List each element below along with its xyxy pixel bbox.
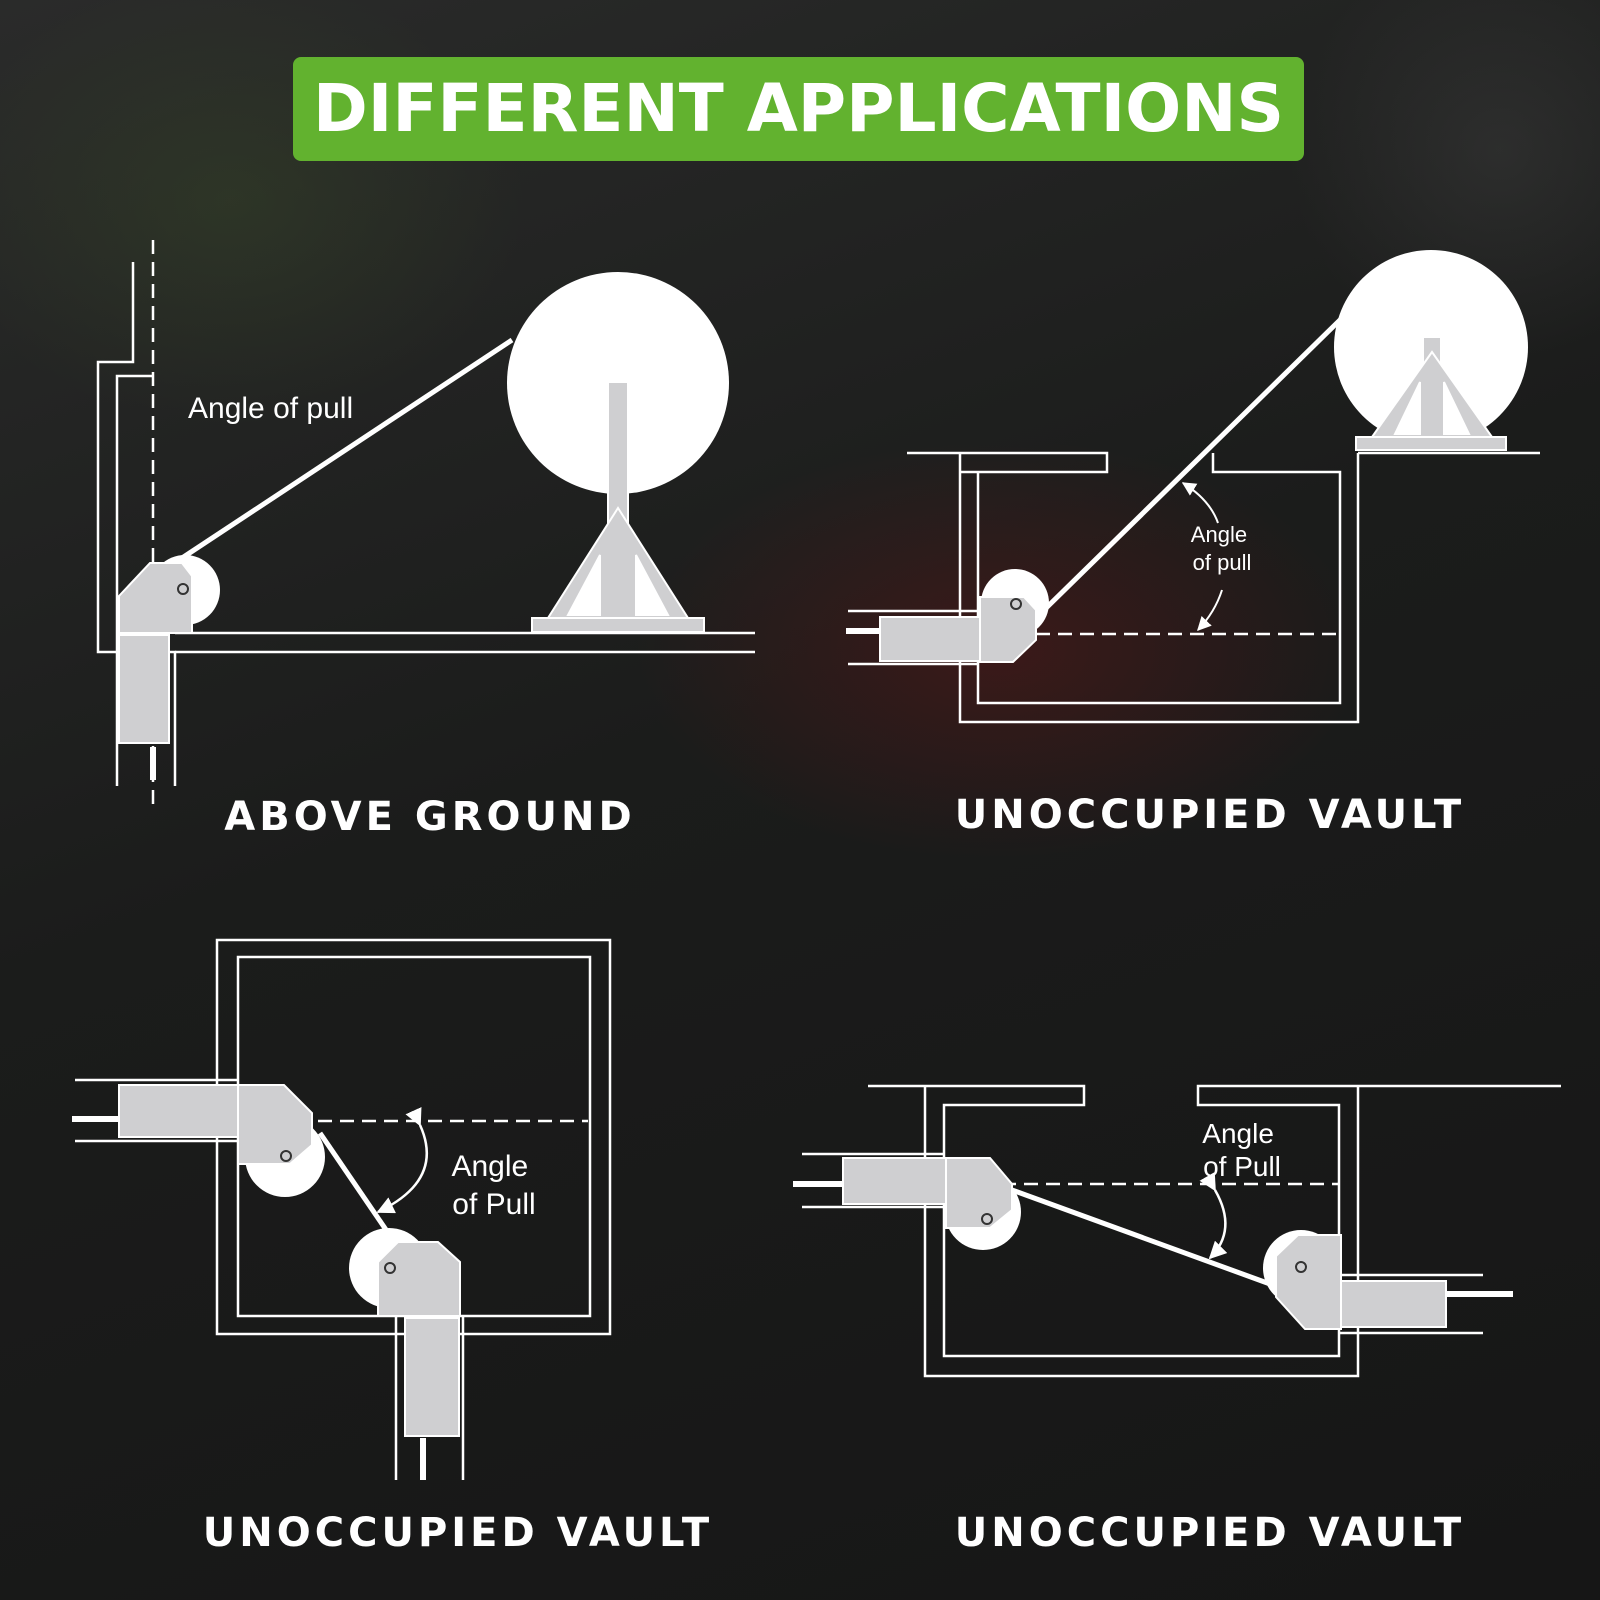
conduit-horizontal-left <box>842 1157 947 1205</box>
vault-outer-wall <box>907 451 1109 474</box>
building-wall <box>96 262 177 786</box>
bolt-icon <box>981 1213 993 1225</box>
caption-unoccupied-vault-bottom-left: UNOCCUPIED VAULT <box>202 1510 714 1556</box>
bolt-icon <box>1295 1261 1307 1273</box>
angle-of-pull-label: Angle of pull <box>188 392 353 425</box>
conduit-elbow-left <box>945 1157 1013 1229</box>
vault-structure <box>923 1086 1360 1378</box>
pulling-rope <box>317 1131 396 1242</box>
reel-stand <box>531 381 705 633</box>
title-banner: DIFFERENT APPLICATIONS <box>293 57 1304 161</box>
angle-arrow-arc <box>376 1107 428 1214</box>
conduit-elbow-right <box>1275 1234 1342 1330</box>
bolt-icon <box>280 1150 292 1162</box>
angle-arrow-upper <box>1181 482 1219 524</box>
angle-label-line-1: Angle <box>1191 522 1247 547</box>
caption-above-ground: ABOVE GROUND <box>224 794 636 840</box>
angle-label-line-2: of Pull <box>452 1188 535 1221</box>
conduit-vertical <box>404 1317 460 1437</box>
conduit-elbow-upper <box>237 1084 313 1165</box>
angle-label-line-1: Angle <box>451 1150 528 1183</box>
panel-vault-bottom-left <box>72 938 612 1480</box>
caption-unoccupied-vault-bottom-right: UNOCCUPIED VAULT <box>954 1510 1466 1556</box>
conduit-elbow-lower <box>377 1241 461 1317</box>
angle-of-pull-label: Angle of Pull <box>451 1150 536 1221</box>
conduit-elbow <box>118 562 193 634</box>
bolt-icon <box>1010 598 1022 610</box>
conduit-horizontal-right <box>1340 1280 1447 1328</box>
panel-vault-top-right <box>846 250 1540 724</box>
panel-vault-bottom-right <box>793 1084 1561 1378</box>
angle-arrow-arc <box>1199 1171 1228 1260</box>
pulling-rope <box>1038 316 1344 616</box>
pulling-rope <box>1011 1187 1271 1287</box>
building-wall-inner <box>115 374 152 786</box>
angle-of-pull-label: Angle of Pull <box>1202 1118 1281 1182</box>
panel-above-ground <box>96 240 755 805</box>
reel-stand <box>1355 336 1507 451</box>
caption-unoccupied-vault-top-right: UNOCCUPIED VAULT <box>954 792 1466 838</box>
angle-arrow-lower <box>1197 589 1223 632</box>
conduit-elbow <box>979 596 1037 663</box>
angle-label-line-2: of Pull <box>1203 1151 1281 1182</box>
conduit-horizontal <box>118 1084 240 1138</box>
vault-structure <box>958 453 1360 724</box>
bolt-icon <box>177 583 189 595</box>
pulling-rope <box>180 337 514 561</box>
conduit-vertical <box>118 634 170 744</box>
conduit-horizontal <box>879 616 981 662</box>
angle-label-line-2: of pull <box>1193 550 1252 575</box>
bolt-icon <box>384 1262 396 1274</box>
angle-label-line-1: Angle <box>1202 1118 1274 1149</box>
angle-of-pull-label: Angle of pull <box>1191 522 1253 575</box>
banner-title: DIFFERENT APPLICATIONS <box>312 70 1285 147</box>
vault-outer-wall <box>868 1084 1561 1358</box>
